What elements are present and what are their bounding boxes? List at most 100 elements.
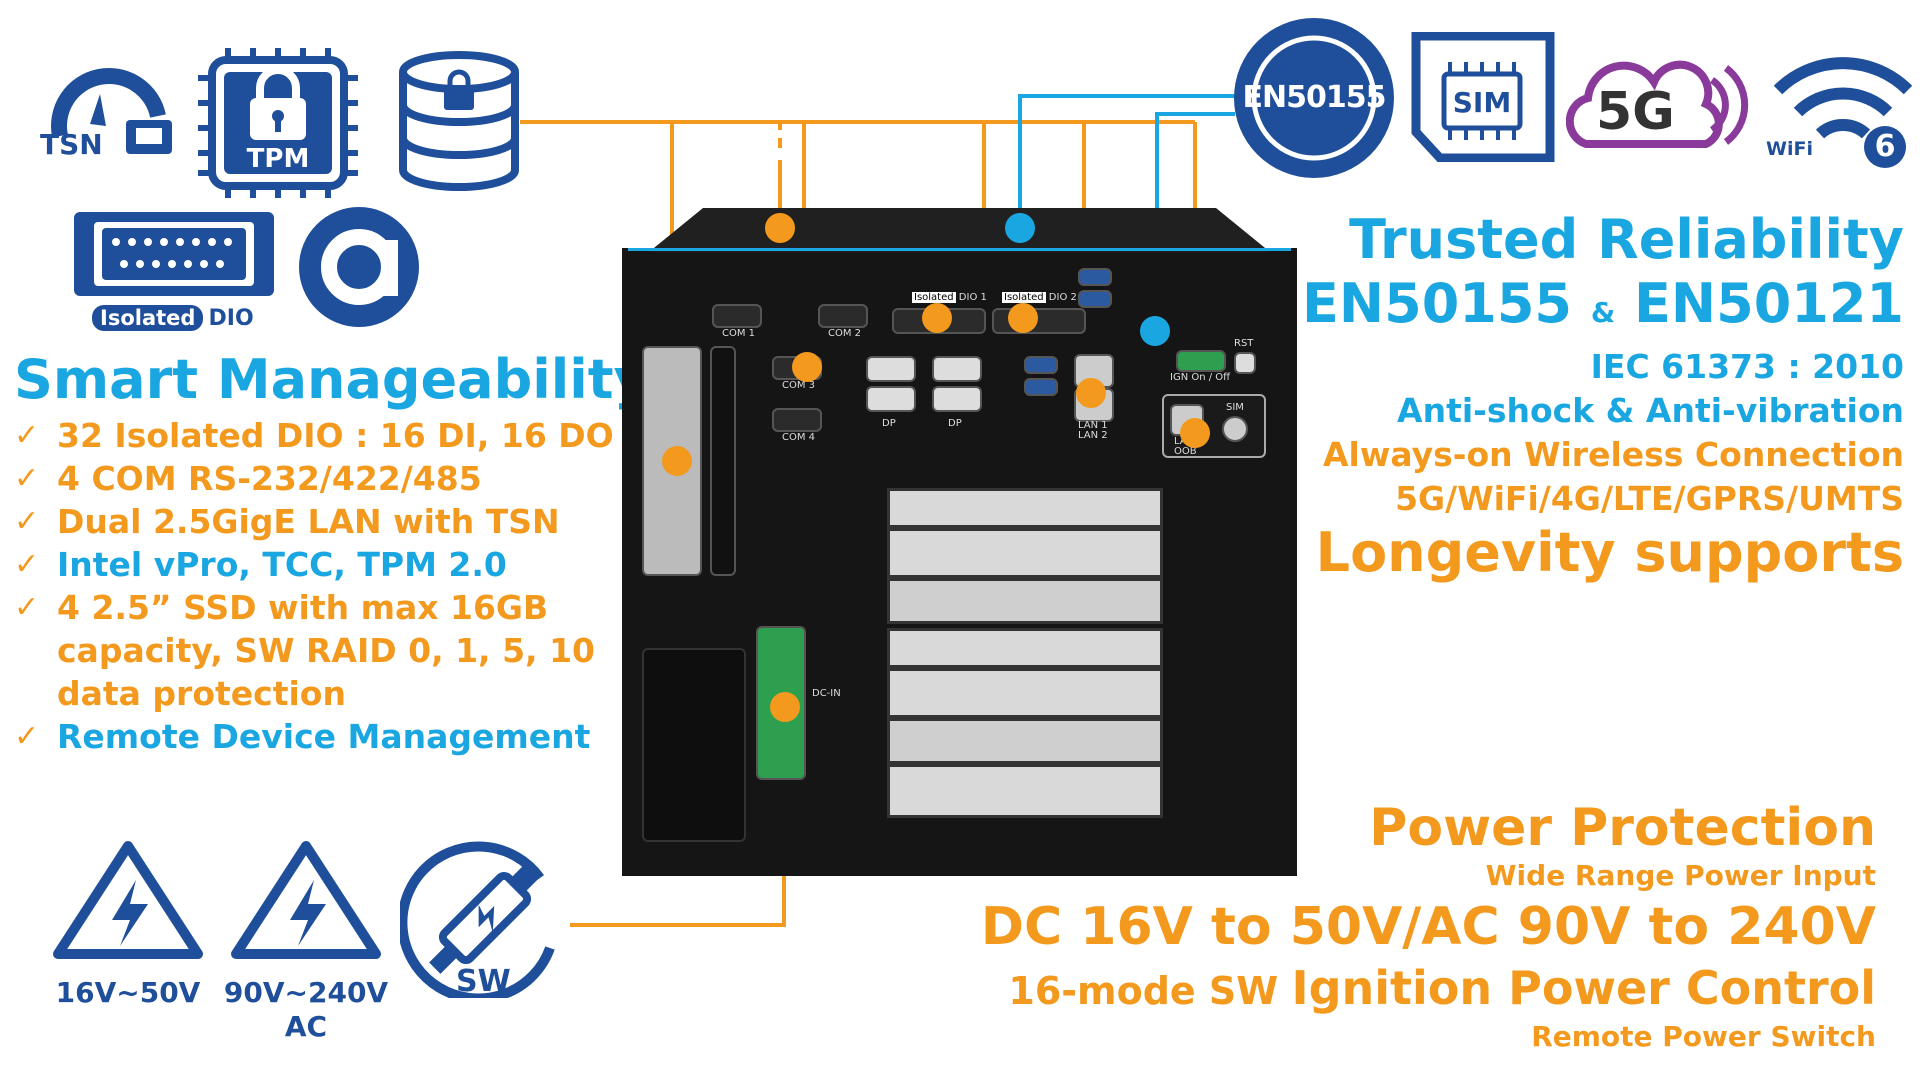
power-remote: Remote Power Switch <box>1531 1020 1876 1053</box>
tsn-icon: TSN <box>40 66 180 166</box>
dio-isolated-badge: Isolated <box>92 305 204 331</box>
sw-ignition-icon: SW <box>397 838 570 1008</box>
shock-text: Anti-shock & Anti-vibration <box>1397 391 1904 430</box>
wireless-text: Always-on Wireless Connection <box>1323 435 1904 474</box>
ign-terminal <box>1176 350 1226 372</box>
expansion-card <box>887 528 1163 578</box>
smart-manageability-title: Smart Manageability <box>14 348 649 411</box>
ac-voltage-sub: AC <box>284 1010 328 1043</box>
oob-label: OOB <box>1174 446 1197 457</box>
connection-dot <box>770 692 800 722</box>
com1-port <box>712 304 762 328</box>
connection-dot <box>922 303 952 333</box>
reliability-title: Trusted Reliability <box>1349 208 1904 271</box>
power-ignition: 16-mode SW Ignition Power Control <box>1008 961 1876 1015</box>
usb-port <box>1024 378 1058 396</box>
dp-port <box>932 386 982 412</box>
chassis-top <box>649 208 1270 252</box>
connection-dot <box>1076 378 1106 408</box>
sim-slot <box>1222 416 1248 442</box>
connection-dot <box>662 446 692 476</box>
expansion-card <box>887 578 1163 624</box>
expansion-card <box>887 488 1163 528</box>
reliability-standards: EN50155 & EN50121 <box>1302 272 1904 335</box>
dp-port <box>866 356 916 382</box>
wifi-label: WiFi <box>1766 138 1813 160</box>
chassis-top-accent <box>628 248 1291 251</box>
expansion-card <box>887 718 1163 764</box>
dc-voltage-label: 16V~50V <box>55 976 201 1009</box>
connection-dot <box>1008 303 1038 333</box>
power-title: Power Protection <box>1369 798 1876 858</box>
ac-voltage-label: 90V~240V <box>223 976 389 1009</box>
dcin-label: DC-IN <box>812 688 841 699</box>
sim-card-icon: SIM <box>1410 31 1556 163</box>
dio-label: DIO <box>208 306 254 331</box>
power-range: DC 16V to 50V/AC 90V to 240V <box>980 897 1876 957</box>
en50155-badge-icon: EN50155 <box>1232 16 1396 180</box>
expansion-card <box>887 668 1163 718</box>
isolated-dio-icon: Isolated DIO <box>74 206 274 336</box>
rst-label: RST <box>1234 338 1254 349</box>
en50155-badge-label: EN50155 <box>1242 80 1387 115</box>
rst-button <box>1234 352 1256 374</box>
fiveg-icon: 5G <box>1565 52 1756 152</box>
dio2-label: Isolated DIO 2 <box>1002 292 1077 303</box>
com1-label: COM 1 <box>722 328 756 339</box>
longevity-text: Longevity supports <box>1315 521 1904 584</box>
com2-label: COM 2 <box>828 328 862 339</box>
check-icon: ✓ <box>14 504 40 539</box>
connection-dot <box>792 352 822 382</box>
connection-dot <box>1005 213 1035 243</box>
sw-label: SW <box>456 964 511 999</box>
device-chassis: COM 1 COM 2 COM 3 COM 4 Isolated DIO 1 I… <box>622 208 1297 876</box>
dp-label: DP <box>948 418 962 429</box>
wifi6-icon: WiFi 6 <box>1766 46 1918 176</box>
list-item: ✓Remote Device Management <box>14 717 591 756</box>
com2-port <box>818 304 868 328</box>
usb-port <box>1024 356 1058 374</box>
smart-feature-list: ✓32 Isolated DIO : 16 DI, 16 DO ✓4 COM R… <box>14 414 634 758</box>
usb-port <box>1078 268 1112 286</box>
sim-slot-label: SIM <box>1226 402 1244 413</box>
tpm-label: TPM <box>246 144 310 174</box>
vent-grille <box>642 648 746 842</box>
connection-dot <box>1180 418 1210 448</box>
dc-voltage-icon: 16V~50V <box>50 838 206 1009</box>
check-icon: ✓ <box>14 547 40 582</box>
dp-label: DP <box>882 418 896 429</box>
list-item: ✓4 COM RS-232/422/485 <box>14 459 482 498</box>
dp-port <box>866 386 916 412</box>
list-item: ✓Intel vPro, TCC, TPM 2.0 <box>14 545 507 584</box>
com4-label: COM 4 <box>782 432 816 443</box>
sim-label: SIM <box>1452 86 1512 119</box>
connection-dot <box>765 213 795 243</box>
power-block: Power Protection Wide Range Power Input … <box>876 798 1876 1055</box>
dp-port <box>932 356 982 382</box>
list-item: ✓4 2.5” SSD with max 16GB capacity, SW R… <box>14 588 595 713</box>
wifi6-number-badge: 6 <box>1864 126 1906 168</box>
lan2-label: LAN 2 <box>1078 430 1108 441</box>
check-icon: ✓ <box>14 461 40 496</box>
tpm-icon: TPM <box>198 48 358 198</box>
expansion-card <box>887 764 1163 818</box>
dio2-port <box>992 308 1086 334</box>
ac-voltage-icon: 90V~240V AC <box>224 838 388 1043</box>
storage-icon <box>396 50 522 192</box>
fiveg-label: 5G <box>1596 82 1675 142</box>
com4-port <box>772 408 822 432</box>
check-icon: ✓ <box>14 418 40 453</box>
check-icon: ✓ <box>14 590 40 625</box>
iec-standard: IEC 61373 : 2010 <box>1590 347 1904 386</box>
usb-port <box>1078 290 1112 308</box>
check-icon: ✓ <box>14 719 40 754</box>
reliability-block: Trusted Reliability EN50155 & EN50121 IE… <box>1084 208 1904 585</box>
lan1-label: LAN 1 <box>1078 420 1108 431</box>
bands-text: 5G/WiFi/4G/LTE/GPRS/UMTS <box>1395 479 1904 518</box>
ssd-tray <box>710 346 736 576</box>
list-item: ✓32 Isolated DIO : 16 DI, 16 DO <box>14 416 614 455</box>
power-wide: Wide Range Power Input <box>1485 859 1876 892</box>
amt-logo-icon <box>298 206 420 328</box>
list-item: ✓Dual 2.5GigE LAN with TSN <box>14 502 560 541</box>
tsn-label: TSN <box>40 128 103 161</box>
